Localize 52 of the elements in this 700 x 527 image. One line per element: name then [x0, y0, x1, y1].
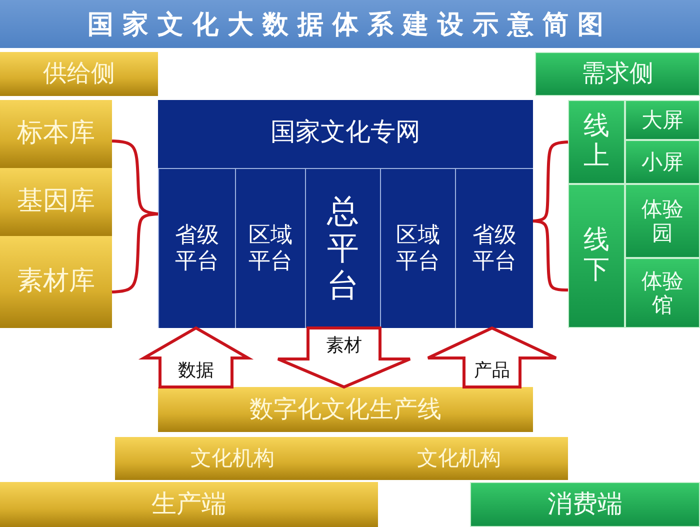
bracket-connector: [112, 212, 158, 294]
block-arrow: [426, 326, 558, 388]
header-bar: [535, 52, 700, 96]
node-label: 区域平台: [396, 223, 440, 274]
channel-box: [625, 140, 700, 184]
node-label: 需求侧: [582, 60, 654, 88]
base-bar: [470, 482, 700, 527]
node-label: 基因库: [17, 187, 95, 217]
library-box: [0, 236, 112, 328]
node-label: 省级平台: [175, 223, 219, 274]
bracket-connector: [112, 140, 158, 216]
production-line-bar: [158, 387, 533, 432]
node-label: 生产端: [152, 490, 226, 519]
bracket-connector: [532, 220, 568, 292]
title-banner: 国家文化大数据体系建设示意简图: [0, 0, 700, 48]
node-label: 总平台: [327, 193, 359, 304]
base-bar: [0, 482, 378, 527]
institution-bar: [115, 437, 350, 480]
node-label: 文化机构: [190, 446, 274, 471]
node-label: 体验馆: [642, 268, 684, 318]
platform-box: [158, 168, 235, 328]
block-arrow: [138, 326, 254, 388]
platform-box: [235, 168, 305, 328]
node-label: 大屏: [642, 108, 684, 132]
channel-box: [625, 258, 700, 328]
channel-box: [625, 184, 700, 258]
platform-box: [305, 168, 380, 328]
node-label: 素材库: [17, 267, 95, 297]
node-label: 文化机构: [417, 446, 501, 471]
platform-box: [380, 168, 455, 328]
library-box: [0, 100, 112, 168]
node-label: 区域平台: [248, 223, 292, 274]
platform-box: [455, 168, 533, 328]
node-label: 数字化文化生产线: [250, 396, 442, 424]
node-label: 消费端: [548, 490, 622, 519]
edge-label: 产品: [474, 359, 510, 382]
edge-label: 素材: [326, 334, 362, 357]
institution-bar: [350, 437, 568, 480]
node-label: 线下: [584, 226, 610, 286]
node-label: 体验园: [642, 196, 684, 246]
panel-heading: 国家文化专网: [270, 118, 420, 147]
channel-box: [625, 100, 700, 140]
header-bar: [0, 52, 158, 96]
edge-label: 数据: [178, 359, 214, 382]
block-arrow: [276, 326, 412, 389]
node-label: 标本库: [17, 119, 95, 149]
library-box: [0, 168, 112, 236]
node-label: 省级平台: [472, 223, 516, 274]
node-label: 小屏: [642, 150, 684, 174]
network-panel: [158, 100, 533, 328]
node-label: 线上: [584, 112, 610, 172]
node-label: 供给侧: [43, 60, 115, 88]
